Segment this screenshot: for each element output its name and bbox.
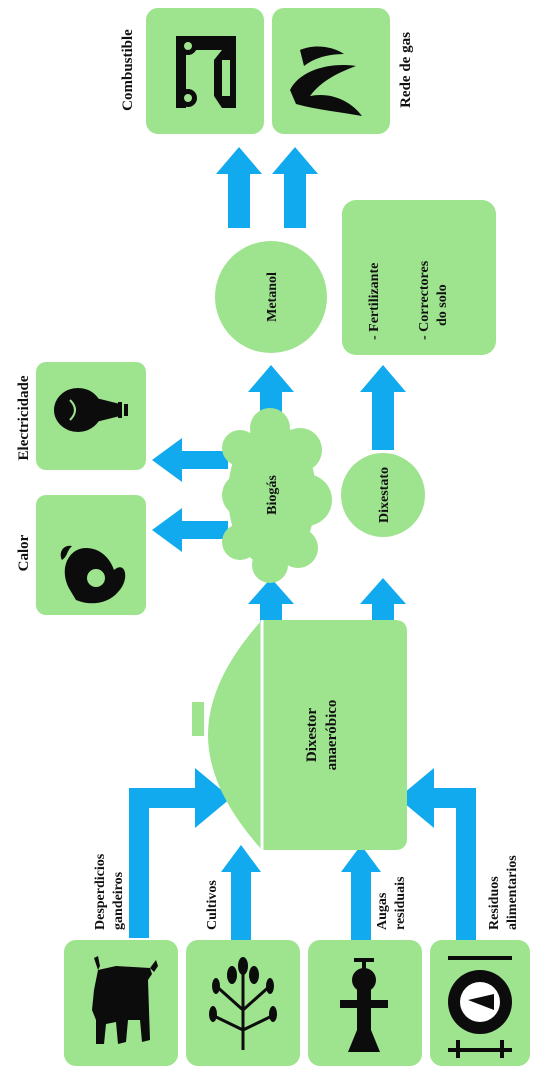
cow-icon (92, 956, 158, 1044)
dinner-plate-icon (448, 956, 512, 1058)
arrow-crops-to-digester (221, 845, 261, 940)
arrow-digestate-to-fertilizer (360, 365, 406, 450)
label-residuais: residuais (393, 876, 408, 930)
digestate-node (341, 453, 425, 537)
labels: Combustible Rede de gas Electricidade Ca… (16, 29, 520, 930)
label-do-solo: do solo (435, 284, 450, 326)
biogas-cloud (222, 408, 332, 583)
label-anaerobico: anaeróbico (324, 700, 340, 771)
input-box-wastewater (308, 940, 422, 1066)
output-box-gas-grid (272, 8, 390, 134)
label-rede-de-gas: Rede de gas (398, 32, 414, 108)
label-fertilizante: - Fertilizante (367, 263, 382, 340)
output-box-electricity (36, 362, 146, 470)
wheat-icon (209, 957, 277, 1050)
light-bulb-icon (54, 388, 128, 432)
flame-icon (60, 545, 126, 604)
output-box-fuel (146, 8, 264, 134)
flow-arrows (129, 147, 476, 940)
faucet-icon (340, 958, 388, 1052)
methanol-node (215, 241, 327, 353)
label-gandeiros: gandeiros (111, 871, 126, 930)
input-box-food (430, 940, 530, 1066)
arrow-biogas-to-electricity (152, 438, 228, 482)
input-box-cattle (64, 940, 178, 1066)
digester-tank (192, 620, 407, 850)
output-box-heat (36, 495, 146, 615)
arrow-biogas-to-heat (152, 508, 228, 552)
label-desperdicios: Desperdicios (93, 853, 108, 930)
arrow-methanol-to-gas-grid (272, 147, 318, 228)
label-cultivos: Cultivos (205, 880, 220, 930)
label-augas: Augas (375, 892, 390, 930)
arrow-methanol-to-fuel (216, 147, 262, 228)
label-correctores: - Correctores (417, 260, 432, 340)
label-combustible: Combustible (120, 29, 136, 111)
car-icon (176, 36, 236, 108)
arrow-food-to-digester (398, 768, 476, 940)
label-dixestato: Dixestato (377, 467, 392, 523)
label-calor: Calor (16, 534, 32, 571)
arrow-cattle-to-digester (129, 768, 231, 938)
fertilizer-box (342, 200, 496, 355)
input-box-crops (186, 940, 300, 1066)
label-electricidade: Electricidade (16, 375, 32, 460)
arrow-wastewater-to-digester (341, 845, 381, 940)
gas-flame-icon (290, 46, 362, 116)
label-dixestor: Dixestor (304, 708, 320, 762)
label-biogas: Biogás (265, 475, 280, 515)
label-alimentarios: alimentarios (505, 855, 520, 930)
label-metanol: Metanol (265, 272, 280, 322)
label-residuos: Residuos (487, 876, 502, 930)
